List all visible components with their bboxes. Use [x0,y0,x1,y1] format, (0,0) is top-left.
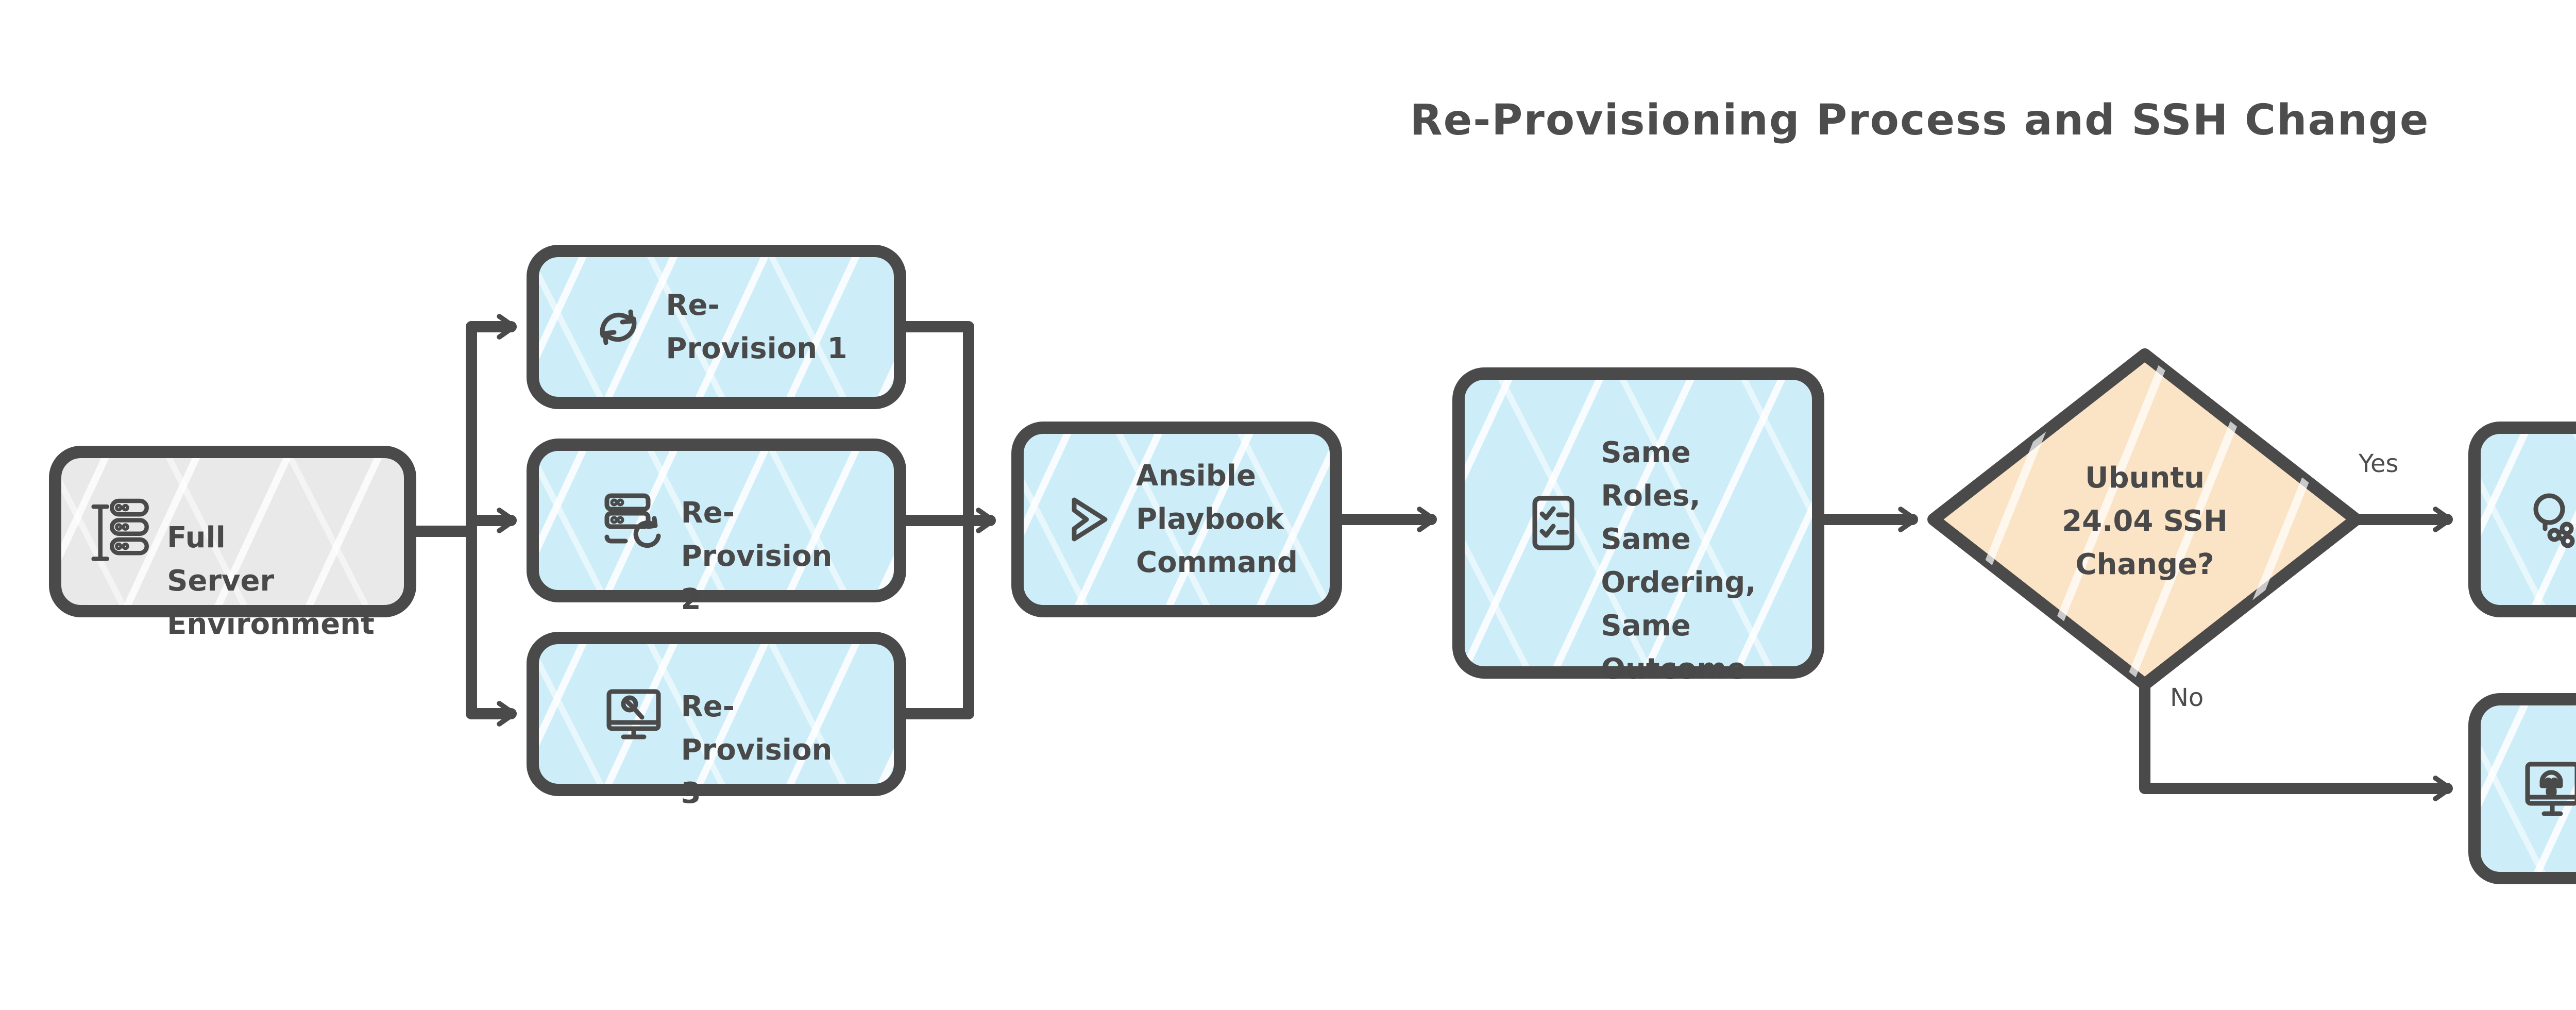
server-refresh-icon [601,487,667,553]
edge-decision-no [2139,679,2453,801]
node-full-server-environment: Full Server Environment [49,446,416,641]
edge-env-branch-trunk [411,321,477,719]
checklist-icon [1520,490,1586,556]
node-re-provision-3: Re- Provision 3 [527,632,906,810]
server-stack-icon [91,493,152,570]
node-re-provision-1: Re- Provision 1 [527,245,906,409]
edge-label-no: No [2170,683,2204,712]
node-label: Re- Provision 3 [681,689,833,810]
node-ssh-service-to-socket: SSH from service to ssh.socket [2468,422,2576,617]
node-label: Ansible Playbook Command [1136,459,1298,579]
node-label: Full Server Environment [167,520,375,641]
run-command-icon [1056,486,1122,552]
network-nodes-icon [2522,486,2576,552]
edge-label-yes: Yes [2359,449,2399,478]
node-label: Same Roles, Same Ordering, Same Outcome [1601,436,1756,686]
node-same-roles-ordering-outcome: Same Roles, Same Ordering, Same Outcome [1452,367,1824,686]
monitor-skull-icon [2519,756,2576,822]
node-label: Re- Provision 2 [681,496,833,616]
node-label: Re- Provision 1 [666,288,848,365]
node-re-provision-2: Re- Provision 2 [527,439,906,616]
node-decision-ubuntu-ssh-change: Ubuntu 24.04 SSH Change? [2062,461,2228,581]
monitor-wrench-icon [601,681,667,747]
node-ansible-playbook-command: Ansible Playbook Command [1011,422,1342,617]
diagram-title: Re-Provisioning Process and SSH Change [1410,96,2430,145]
recycle-arrows-icon [585,294,651,360]
node-server-runs-old-ssh-config: Server Runs Old SSH Config [2468,693,2576,884]
decision-diamond [1927,348,2362,691]
